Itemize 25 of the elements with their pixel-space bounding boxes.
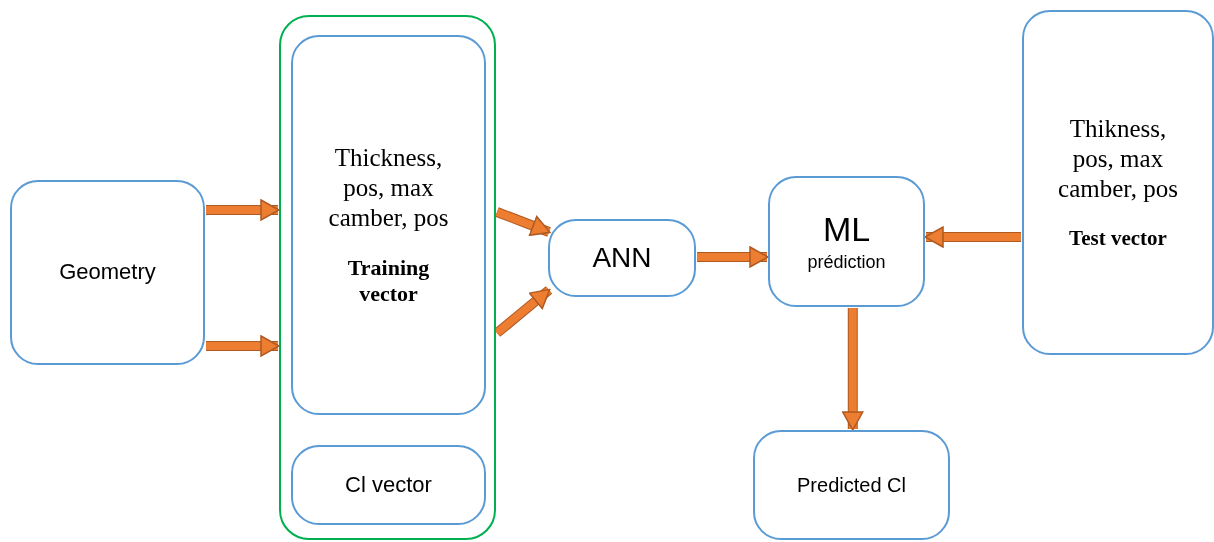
process-box	[1022, 10, 1214, 355]
block-arrow	[493, 286, 553, 337]
node-label: Thikness, pos, max camber, pos	[1057, 113, 1179, 204]
block-arrow	[206, 335, 280, 357]
process-box	[291, 445, 486, 525]
block-arrow	[842, 308, 864, 431]
process-box	[768, 176, 925, 307]
block-arrow	[924, 226, 1021, 248]
process-box	[753, 430, 950, 540]
process-box	[548, 219, 696, 297]
node-label: Thickness, pos, max camber, pos	[327, 142, 450, 233]
node-sublabel: Training vector	[346, 254, 431, 308]
block-arrow	[495, 207, 551, 237]
node-sublabel: Test vector	[1068, 225, 1168, 252]
node-label: Predicted Cl	[796, 473, 907, 497]
node-label: ANN	[591, 241, 653, 275]
node-label: Cl vector	[344, 471, 433, 499]
node-sublabel: prédiction	[806, 252, 887, 274]
node-label: Geometry	[58, 259, 157, 286]
block-arrow	[206, 199, 280, 221]
group-box	[279, 15, 496, 540]
block-arrow	[697, 246, 769, 268]
process-box	[291, 35, 486, 415]
process-box	[10, 180, 205, 365]
node-label: ML	[821, 209, 872, 251]
